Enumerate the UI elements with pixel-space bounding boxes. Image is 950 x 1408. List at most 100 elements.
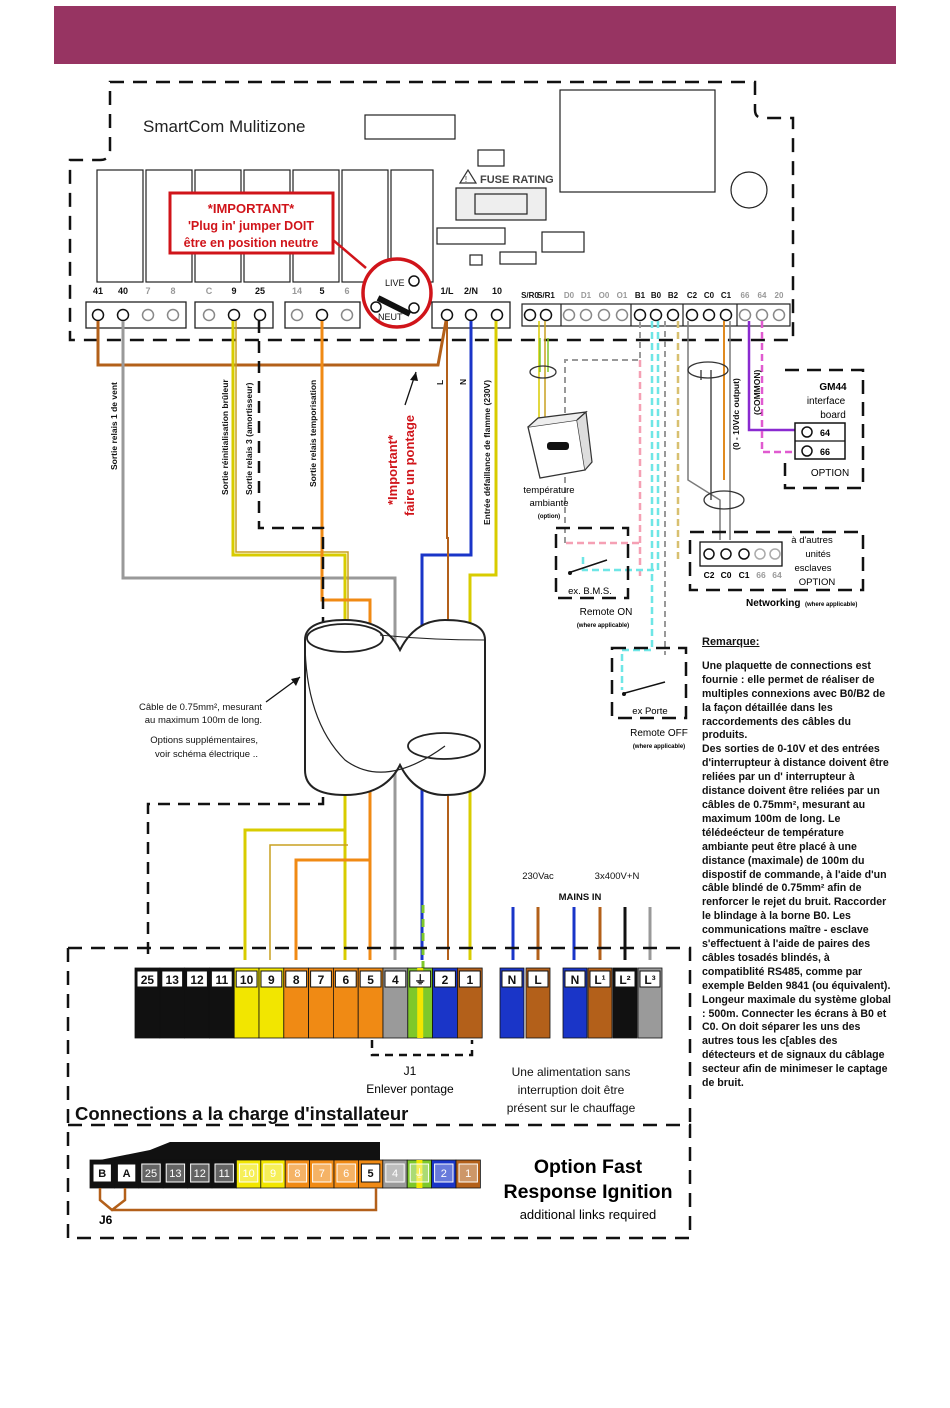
fast-terminal-bar (260, 1159, 286, 1189)
svg-text:Networking: Networking (746, 598, 800, 609)
svg-text:Câble de 0.75mm², mesurant: Câble de 0.75mm², mesurant (139, 702, 262, 713)
svg-text:40: 40 (118, 286, 128, 296)
svg-text:Sortie relais temporisation: Sortie relais temporisation (308, 380, 318, 487)
terminal-label-1: S/R1 (537, 291, 555, 300)
terminal-screw (738, 308, 752, 322)
svg-text:OPTION: OPTION (799, 577, 836, 588)
fast-terminal-bar (235, 1159, 262, 1189)
svg-text:N: N (458, 379, 468, 385)
svg-text:unités: unités (805, 549, 831, 560)
svg-text:64: 64 (772, 570, 782, 580)
svg-text:230Vac: 230Vac (522, 871, 554, 882)
svg-text:(0 - 10Vdc output): (0 - 10Vdc output) (731, 378, 741, 450)
svg-text:Sortie réinitialisation brûleu: Sortie réinitialisation brûleur (220, 379, 230, 495)
header-bar (54, 6, 896, 64)
fast-terminal-label: 2 (441, 1168, 447, 1180)
fast-terminal-label: 8 (294, 1168, 300, 1180)
heater-terminal-label: 11 (215, 973, 228, 987)
terminal-screw (685, 308, 699, 322)
svg-text:L: L (435, 380, 445, 385)
svg-text:7: 7 (145, 286, 150, 296)
heater-terminal-label: 5 (367, 973, 374, 987)
controller-title: SmartCom Mulitizone (143, 117, 306, 136)
j1-text: Enlever pontage (366, 1082, 454, 1096)
pontage-vertical: faire un pontage (402, 415, 417, 516)
supply-note: Une alimentation sans interruption doit … (507, 1065, 636, 1115)
svg-text:interface: interface (807, 396, 846, 407)
terminal-label-0: S/R0 (521, 291, 539, 300)
important-line2: 'Plug in' jumper DOIT (188, 219, 314, 233)
svg-text:C1: C1 (739, 570, 750, 580)
svg-text:64: 64 (820, 428, 830, 438)
fast-terminal-label: 25 (145, 1168, 157, 1180)
bms-box: ex. B.M.S. Remote ON (where applicable) (554, 526, 632, 629)
temperature-sensor: température ambiante (option) (523, 410, 593, 520)
svg-text:Sortie relais 3 (amortisseur): Sortie relais 3 (amortisseur) (244, 382, 254, 495)
mains-terminal-label: L (534, 973, 541, 987)
heater-terminal-label: 1 (466, 973, 473, 987)
important-vertical: *Important* (385, 434, 400, 505)
svg-text:au maximum 100m de long.: au maximum 100m de long. (145, 715, 262, 726)
important-title: *IMPORTANT* (208, 201, 295, 216)
vertical-labels: Sortie relais 1 de vent Sortie réinitial… (109, 370, 762, 525)
svg-text:Une alimentation sans: Une alimentation sans (512, 1065, 631, 1079)
terminal-label-14: 20 (775, 291, 784, 300)
heater-terminal-label: 13 (166, 973, 180, 987)
svg-text:(where applicable): (where applicable) (633, 744, 685, 750)
mains-terminal-label: L³ (644, 973, 655, 987)
porte-box: ex Porte Remote OFF (where applicable) (610, 646, 688, 750)
svg-text:LIVE: LIVE (385, 278, 405, 288)
fast-terminal-label: 7 (319, 1168, 325, 1180)
fast-terminal-bar (309, 1159, 335, 1189)
fast-terminal-bar (138, 1159, 164, 1189)
important-line3: être en position neutre (184, 236, 319, 250)
fast-title-1: Option Fast (534, 1156, 643, 1178)
warning-icon (458, 168, 478, 184)
heater-terminal-label: 10 (240, 973, 254, 987)
svg-text:Remote OFF: Remote OFF (630, 728, 688, 739)
terminal-screw (523, 308, 537, 322)
svg-text:(where applicable): (where applicable) (577, 623, 629, 629)
controller-outline (68, 80, 795, 342)
svg-text:14: 14 (292, 286, 302, 296)
cable-note: Câble de 0.75mm², mesurant au maximum 10… (139, 702, 262, 760)
terminal-label-7: B0 (651, 291, 662, 300)
svg-text:C: C (206, 286, 213, 296)
svg-text:5: 5 (319, 286, 324, 296)
fast-terminal-bar (187, 1159, 213, 1189)
fast-note: additional links required (520, 1207, 657, 1222)
terminal-screw (649, 308, 663, 322)
terminal-label-10: C0 (704, 291, 715, 300)
svg-text:25: 25 (255, 286, 265, 296)
heater-terminal-label: 12 (190, 973, 204, 987)
terminal-label-9: C2 (687, 291, 698, 300)
svg-text:esclaves: esclaves (795, 563, 832, 574)
remark-title: Remarque: (702, 636, 760, 648)
heater-terminal-label: 9 (268, 973, 275, 987)
terminal-screw (633, 308, 647, 322)
svg-text:interruption doit être: interruption doit être (518, 1083, 625, 1097)
terminal-screw (772, 308, 786, 322)
fast-terminal-label: 5 (368, 1168, 374, 1180)
fast-title-2: Response Ignition (503, 1181, 672, 1203)
terminal-label-6: B1 (635, 291, 646, 300)
svg-text:66: 66 (820, 447, 830, 457)
fast-terminal-label: B (98, 1168, 106, 1180)
svg-text:66: 66 (756, 570, 766, 580)
svg-text:9: 9 (231, 286, 236, 296)
fast-terminal-label: 1 (465, 1168, 471, 1180)
gm44-box: GM44 interface board 64 66 OPTION (783, 368, 865, 490)
terminal-screw (539, 308, 553, 322)
fuse-rating-label: FUSE RATING (480, 174, 554, 186)
svg-text:board: board (820, 410, 846, 421)
svg-text:41: 41 (93, 286, 103, 296)
fast-terminal-label: 6 (343, 1168, 349, 1180)
mains-terminal-label: L² (619, 973, 630, 987)
heater-terminal-label: 8 (293, 973, 300, 987)
terminal-label-2: D0 (564, 291, 575, 300)
terminal-screw (562, 308, 576, 322)
jumper: LIVE NEUT (361, 257, 433, 329)
svg-text:présent sur le chauffage: présent sur le chauffage (507, 1101, 636, 1115)
